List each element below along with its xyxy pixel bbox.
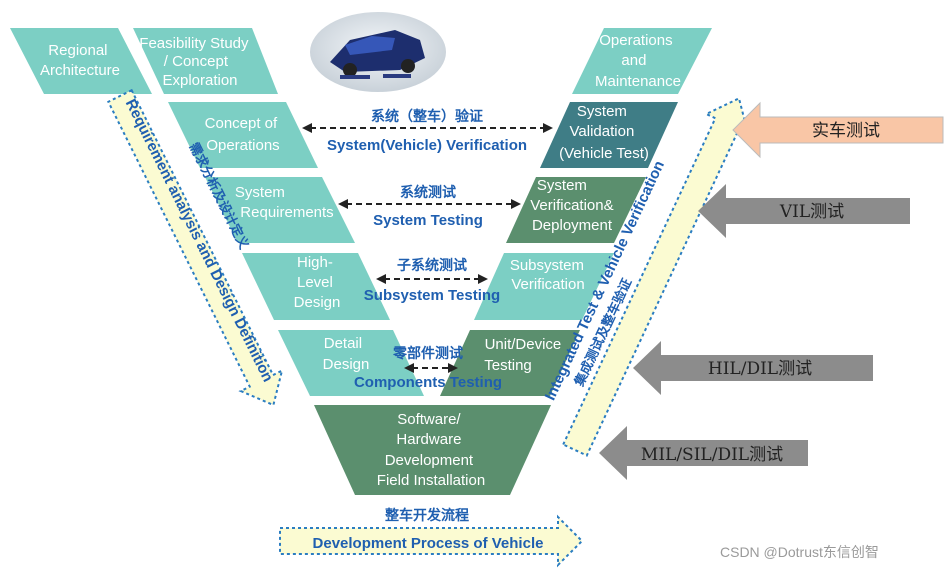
left-block-label: Feasibility Study / Concept Exploration <box>139 35 252 89</box>
link-en-label: Components Testing <box>354 374 502 391</box>
right-block-system-verification-deployment: System Verification& Deployment <box>506 177 646 243</box>
development-process-cn: 整车开发流程 <box>384 507 469 524</box>
left-block-detail-design: Detail Design <box>278 330 424 396</box>
left-block-feasibility-study: Feasibility Study / Concept Exploration <box>133 28 278 94</box>
right-block-subsystem-verification: Subsystem Verification <box>474 253 614 320</box>
left-block-high-level-design: High- Level Design <box>242 253 390 320</box>
link-system-vehicle-verification: 系统（整车）验证 System(Vehicle) Verification <box>302 108 553 154</box>
left-block-label: High- Level Design <box>294 254 341 311</box>
right-block-unit-device-testing: Unit/Device Testing <box>440 330 580 396</box>
link-subsystem-testing: 子系统测试 Subsystem Testing <box>364 257 500 304</box>
right-block-label: System Verification& Deployment <box>530 177 618 234</box>
test-arrow-label: HIL/DIL测试 <box>708 359 812 379</box>
link-cn-label: 系统测试 <box>400 184 456 201</box>
left-block-label: Regional Architecture <box>40 42 120 79</box>
test-arrow-label: MIL/SIL/DIL测试 <box>641 445 783 465</box>
right-block-label: System Validation (Vehicle Test) <box>559 103 649 162</box>
left-block-label: System Requirements <box>235 184 334 221</box>
watermark-text: CSDN @Dotrust东信创智 <box>720 544 879 560</box>
link-en-label: Subsystem Testing <box>364 287 500 304</box>
test-arrow-label: VIL测试 <box>779 202 844 222</box>
right-block-label: Operations and Maintenance <box>595 32 681 90</box>
right-block-system-validation: System Validation (Vehicle Test) <box>540 102 678 168</box>
bottom-block-label: Software/ Hardware Development Field Ins… <box>377 411 485 489</box>
left-block-system-requirements: System Requirements <box>205 177 355 243</box>
test-arrow-vil: VIL测试 <box>698 184 910 238</box>
left-block-regional-architecture: Regional Architecture <box>10 28 152 94</box>
development-process-en: Development Process of Vehicle <box>313 535 544 552</box>
vehicle-image <box>310 12 446 92</box>
bottom-block-software-hardware-development: Software/ Hardware Development Field Ins… <box>314 405 551 495</box>
link-en-label: System(Vehicle) Verification <box>327 137 527 154</box>
right-block-operations-maintenance: Operations and Maintenance <box>572 28 712 94</box>
left-block-concept-of-operations: Concept of Operations <box>168 102 318 168</box>
left-block-label: Concept of Operations <box>205 115 282 154</box>
link-components-testing: 零部件测试 Components Testing <box>354 345 502 391</box>
left-block-label: Detail Design <box>323 335 370 373</box>
link-cn-label: 零部件测试 <box>392 345 463 362</box>
right-block-label: Subsystem Verification <box>510 257 588 293</box>
link-cn-label: 子系统测试 <box>397 257 467 274</box>
development-process-arrow: 整车开发流程 Development Process of Vehicle <box>279 507 584 568</box>
link-system-testing: 系统测试 System Testing <box>338 184 521 229</box>
link-cn-label: 系统（整车）验证 <box>371 108 483 125</box>
test-arrow-mil-sil-dil: MIL/SIL/DIL测试 <box>599 426 808 480</box>
test-arrow-label: 实车测试 <box>812 121 880 141</box>
right-block-label: Unit/Device Testing <box>484 336 565 374</box>
test-arrow-vehicle-test: 实车测试 <box>732 101 944 159</box>
test-arrow-hil-dil: HIL/DIL测试 <box>633 341 873 395</box>
link-en-label: System Testing <box>373 212 483 229</box>
